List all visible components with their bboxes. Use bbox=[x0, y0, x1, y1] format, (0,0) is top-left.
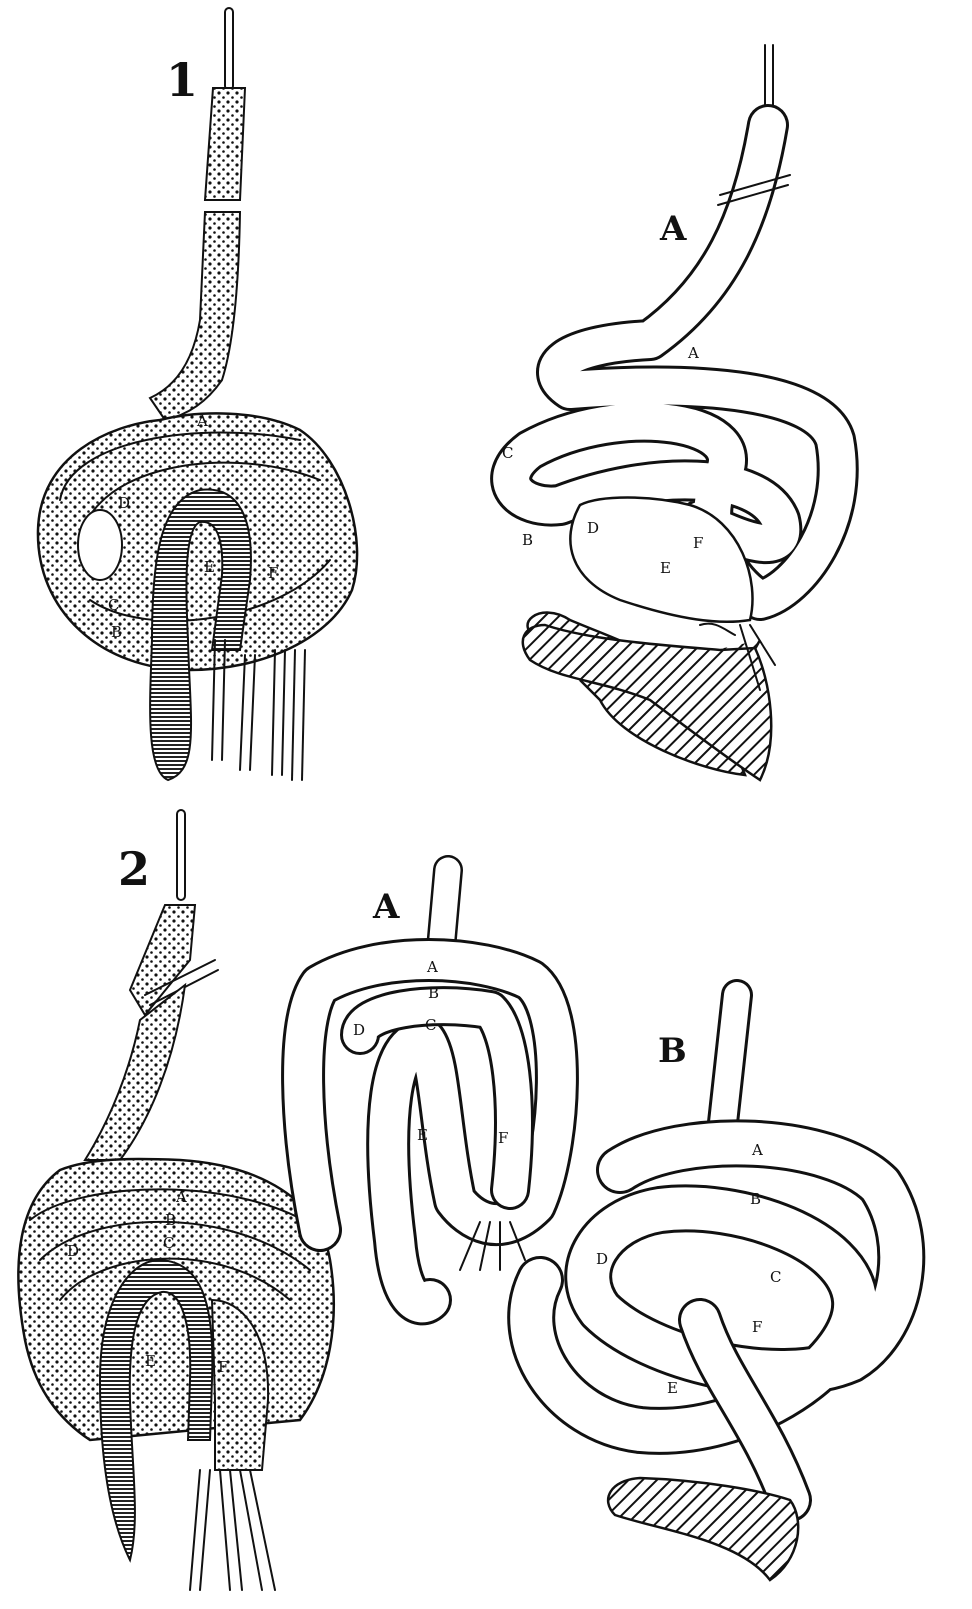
figure-1-textured-intestine: A B C D E F bbox=[38, 8, 357, 780]
label-e: E bbox=[145, 1352, 156, 1370]
label-a: A bbox=[426, 958, 438, 976]
hatched-segment bbox=[608, 1478, 798, 1580]
label-d: D bbox=[118, 494, 130, 512]
figure-1-panel-a: A A B C D E F bbox=[502, 45, 838, 780]
label-e: E bbox=[660, 559, 671, 577]
label-a: A bbox=[687, 344, 699, 362]
panel-letter: A bbox=[372, 887, 400, 927]
label-c: C bbox=[425, 1016, 436, 1034]
strand bbox=[220, 1470, 230, 1590]
label-e: E bbox=[417, 1126, 428, 1144]
strand bbox=[250, 655, 255, 770]
label-e: E bbox=[204, 558, 215, 576]
figure-2: 2 A B C D E F bbox=[18, 810, 901, 1590]
label-d: D bbox=[353, 1021, 365, 1039]
label-f: F bbox=[693, 534, 703, 552]
strand bbox=[190, 1470, 200, 1590]
strand bbox=[240, 655, 245, 770]
label-b: B bbox=[111, 623, 122, 641]
figure-2-textured-intestine: A B C D E F bbox=[18, 810, 333, 1590]
strand bbox=[200, 1470, 210, 1590]
panel-letter: B bbox=[658, 1031, 687, 1071]
tip-thin bbox=[225, 8, 233, 90]
label-b: B bbox=[522, 531, 533, 549]
panel-letter: A bbox=[659, 209, 687, 249]
label-f: F bbox=[218, 1358, 228, 1376]
tube-outline bbox=[303, 960, 557, 1303]
strand bbox=[240, 1470, 262, 1590]
figure-2-panel-b: B A B C D E F bbox=[531, 995, 901, 1580]
label-f: F bbox=[498, 1129, 508, 1147]
figure-1: 1 A B bbox=[38, 8, 838, 780]
label-a: A bbox=[175, 1188, 187, 1206]
label-d: D bbox=[596, 1250, 608, 1268]
tube-outline bbox=[531, 1143, 901, 1500]
stem-segment bbox=[85, 985, 185, 1160]
figure-1-number: 1 bbox=[166, 53, 198, 107]
strand bbox=[230, 1470, 242, 1590]
strand bbox=[302, 650, 305, 780]
label-b: B bbox=[750, 1190, 761, 1208]
label-c: C bbox=[108, 596, 119, 614]
label-a: A bbox=[196, 412, 208, 430]
strand bbox=[292, 650, 295, 780]
strand bbox=[700, 624, 735, 635]
figure-2-number: 2 bbox=[118, 842, 150, 896]
label-b: B bbox=[165, 1211, 176, 1229]
upper-segment bbox=[205, 88, 245, 200]
tip-thin bbox=[177, 810, 185, 900]
strand bbox=[272, 650, 275, 775]
label-c: C bbox=[502, 444, 513, 462]
label-b: B bbox=[428, 984, 439, 1002]
label-a: A bbox=[751, 1141, 763, 1159]
label-f: F bbox=[268, 564, 278, 582]
label-e: E bbox=[667, 1379, 678, 1397]
strand bbox=[250, 1470, 275, 1590]
label-c: C bbox=[770, 1268, 781, 1286]
strand bbox=[282, 650, 285, 775]
label-c: C bbox=[163, 1234, 174, 1252]
label-d: D bbox=[587, 519, 599, 537]
label-d: D bbox=[67, 1242, 79, 1260]
label-f: F bbox=[752, 1318, 762, 1336]
coil-opening bbox=[78, 510, 122, 580]
figure-2-panel-a: A A B C D E F bbox=[303, 870, 557, 1303]
stem-segment bbox=[150, 212, 240, 420]
